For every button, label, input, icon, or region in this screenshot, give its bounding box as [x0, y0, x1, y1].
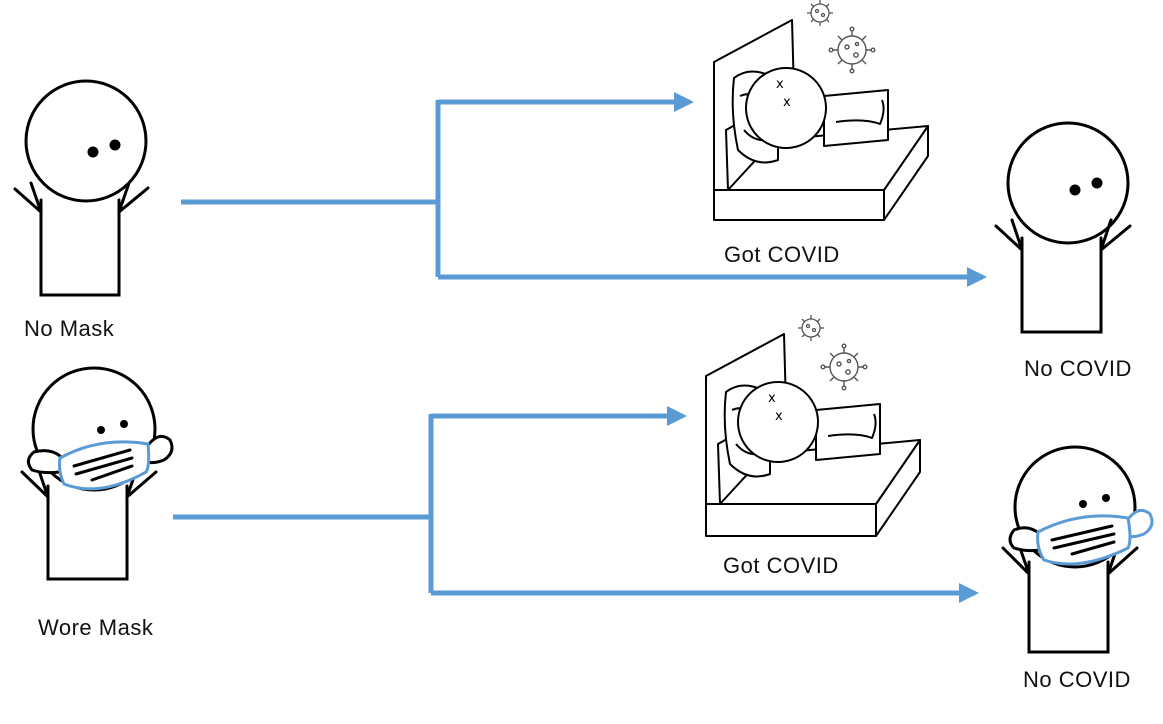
virus-particle-icon — [820, 343, 868, 391]
label-no-covid-top: No COVID — [1024, 356, 1132, 381]
face-mask-icon — [1008, 508, 1154, 566]
person-no-covid-top-icon — [994, 121, 1132, 334]
sick-eye-4: x — [775, 409, 783, 424]
virus-particle-icon — [828, 26, 876, 74]
label-no-covid-bottom: No COVID — [1023, 667, 1131, 692]
virus-particle-icon — [807, 0, 833, 26]
person-no-mask-icon — [13, 79, 150, 297]
label-wore-mask: Wore Mask — [38, 615, 154, 640]
virus-particle-icon — [798, 315, 824, 341]
bed-sick-top-icon — [713, 19, 929, 221]
branch-arrow-no-mask — [181, 92, 987, 287]
label-got-covid-top: Got COVID — [724, 242, 840, 267]
bed-sick-bottom-icon — [705, 333, 921, 537]
label-got-covid-bottom: Got COVID — [723, 553, 839, 578]
person-no-covid-bottom-icon — [1001, 445, 1154, 654]
sick-eye-1: x — [776, 77, 784, 92]
person-wore-mask-icon — [20, 366, 174, 581]
face-mask-icon — [27, 434, 174, 491]
branch-arrow-wore-mask — [173, 406, 979, 603]
label-no-mask: No Mask — [24, 316, 115, 341]
sick-eye-2: x — [783, 95, 791, 110]
sick-eye-3: x — [768, 391, 776, 406]
